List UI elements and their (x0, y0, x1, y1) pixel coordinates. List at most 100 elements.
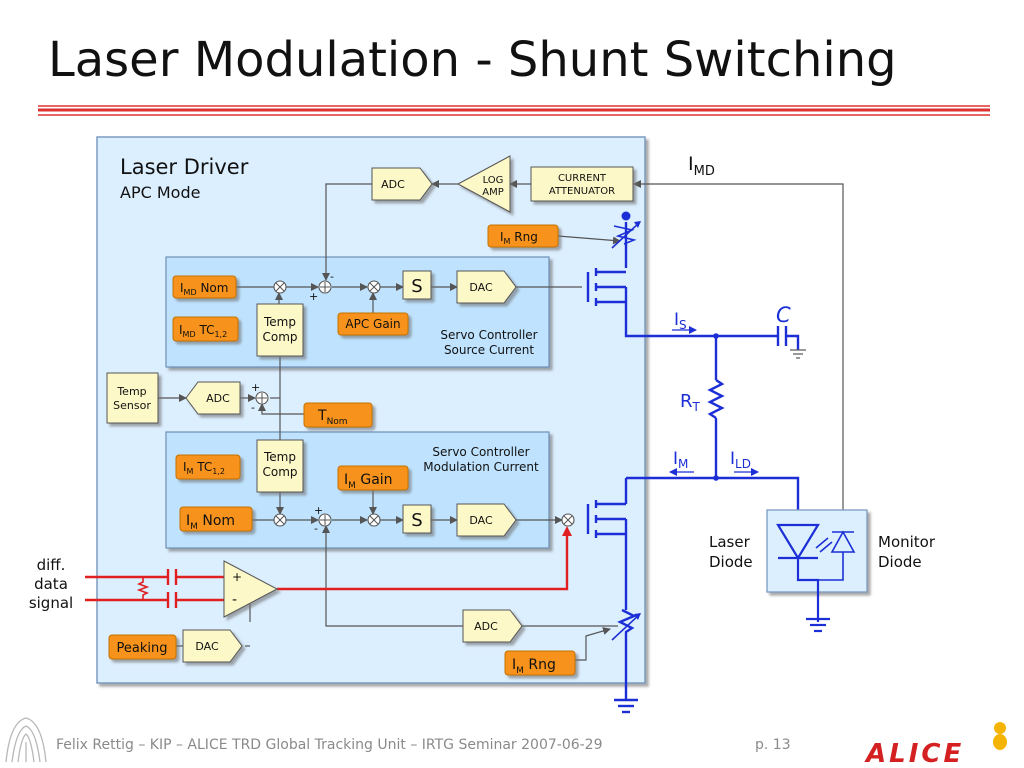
signal-wires (158, 180, 621, 661)
laser-diode-label-2: Diode (709, 553, 753, 571)
diff-data-label-2: data (34, 575, 68, 593)
svg-text:-: - (314, 522, 318, 535)
sign-labels: - + + - + - (251, 270, 334, 535)
svg-text:APC Gain: APC Gain (345, 317, 400, 331)
node-is (713, 333, 719, 339)
dac-top-block: DAC (456, 270, 517, 304)
svg-text:Sensor: Sensor (113, 399, 151, 412)
diff-amplifier: + - (223, 560, 279, 618)
c-label: C (776, 303, 791, 327)
im-rng-top-box[interactable]: IM Rng (487, 224, 559, 248)
servo-mod-label-2: Modulation Current (423, 460, 539, 474)
red-arrow-head (562, 526, 572, 536)
svg-text:+: + (314, 504, 323, 517)
im-rng-bottom-box[interactable]: IM Rng (504, 650, 576, 676)
svg-text:ADC: ADC (474, 620, 498, 633)
svg-text:Temp: Temp (116, 385, 146, 398)
s-top-block: S (402, 270, 432, 300)
adc-bottom-block: ADC (462, 609, 523, 643)
svg-text:DAC: DAC (469, 514, 493, 527)
supply-node (621, 211, 631, 221)
svg-text:DAC: DAC (195, 640, 219, 653)
panel-subtitle: APC Mode (120, 183, 200, 202)
power-wires (586, 222, 800, 714)
node-im (713, 475, 719, 481)
institute-logo-icon (5, 717, 47, 763)
svg-text:IM Rng: IM Rng (512, 657, 556, 676)
svg-text:S: S (411, 510, 422, 531)
imd-tc-box[interactable]: IMD TC1,2 (172, 316, 239, 342)
svg-text:+: + (309, 290, 318, 303)
footer-text: Felix Rettig – KIP – ALICE TRD Global Tr… (56, 737, 603, 753)
im-nom-box[interactable]: IM Nom (179, 506, 253, 532)
im-tc-box[interactable]: IM TC1,2 (175, 454, 241, 480)
ild-label: ILD (730, 449, 751, 471)
monitor-diode-label-2: Diode (878, 553, 922, 571)
pot-arrow-bottom (611, 613, 641, 641)
svg-text:ADC: ADC (381, 178, 405, 191)
svg-text:Peaking: Peaking (117, 641, 168, 656)
svg-text:ADC: ADC (206, 392, 230, 405)
svg-text:Comp: Comp (262, 465, 297, 479)
svg-text:IM Gain: IM Gain (344, 472, 393, 491)
is-label: IS (674, 310, 687, 332)
dac-bottom-block: DAC (456, 503, 517, 537)
pot-arrow-bottom-head (634, 613, 641, 620)
pot-arrow-top (611, 221, 641, 249)
adc-top-block: ADC (371, 167, 433, 201)
svg-text:-: - (330, 270, 334, 283)
monitor-diode-label-1: Monitor (878, 533, 936, 551)
svg-text:Temp: Temp (263, 315, 296, 329)
svg-text:IM TC1,2: IM TC1,2 (183, 460, 225, 476)
diff-data-wires (85, 531, 569, 608)
temp-comp-bottom-block: Temp Comp (256, 439, 304, 493)
rt-label: RT (680, 391, 701, 414)
imd-wire (633, 180, 844, 530)
im-gain-box[interactable]: IM Gain (337, 465, 409, 491)
s-bottom-block: S (402, 504, 432, 534)
page-number: p. 13 (755, 737, 791, 753)
cap-ground (790, 349, 806, 359)
panel-title: Laser Driver (120, 155, 249, 179)
temp-comp-top-block: Temp Comp (256, 303, 304, 357)
log-amp-block: LOG AMP (456, 155, 511, 213)
servo-source-label-1: Servo Controller (440, 328, 537, 342)
svg-text:+: + (232, 570, 242, 584)
svg-text:S: S (411, 276, 422, 297)
mixer-marks (257, 282, 573, 525)
temp-sensor-block: Temp Sensor (106, 372, 159, 424)
svg-text:-: - (232, 592, 237, 608)
peaking-box[interactable]: Peaking (108, 634, 177, 660)
pot-arrow-top-head (634, 221, 641, 228)
diff-data-label-3: signal (29, 594, 73, 612)
slide-title: Laser Modulation - Shunt Switching (48, 32, 897, 88)
svg-text:DAC: DAC (469, 281, 493, 294)
diode-package (766, 509, 868, 633)
svg-text:TNom: TNom (317, 408, 348, 427)
svg-text:LOG: LOG (483, 175, 504, 186)
laser-diode-label-1: Laser (709, 533, 751, 551)
svg-text:IMD TC1,2: IMD TC1,2 (179, 323, 227, 339)
svg-text:CURRENT: CURRENT (558, 173, 607, 184)
imd-nom-box[interactable]: IMD Nom (172, 275, 237, 299)
tnom-box[interactable]: TNom (303, 402, 373, 428)
current-arrows (669, 326, 759, 476)
svg-text:-: - (251, 401, 255, 414)
servo-source-label-2: Source Current (444, 343, 534, 357)
servo-mod-label-1: Servo Controller (432, 445, 529, 459)
alice-logo: ALICE (864, 722, 1007, 768)
apc-gain-box[interactable]: APC Gain (337, 312, 409, 336)
imd-label: IMD (688, 153, 715, 179)
title-underline (38, 105, 990, 116)
svg-text:ATTENUATOR: ATTENUATOR (549, 186, 615, 197)
svg-text:ALICE: ALICE (864, 739, 964, 768)
svg-text:Temp: Temp (263, 450, 296, 464)
svg-text:IM Rng: IM Rng (500, 230, 538, 246)
current-attenuator-block: CURRENT ATTENUATOR (530, 166, 634, 202)
adc-temp-block: ADC (185, 381, 241, 415)
svg-text:Comp: Comp (262, 330, 297, 344)
svg-text:IM Nom: IM Nom (186, 513, 235, 532)
svg-text:+: + (251, 381, 260, 394)
im-label: IM (673, 449, 688, 471)
